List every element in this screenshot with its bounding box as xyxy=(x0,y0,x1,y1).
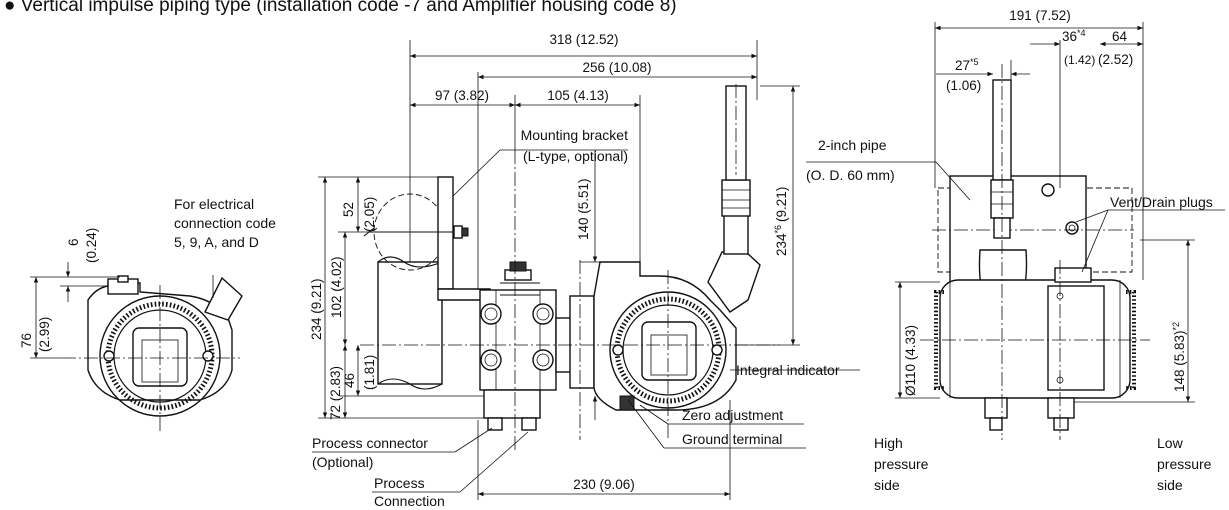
low-pressure-line-2: pressure xyxy=(1157,456,1212,472)
zero-adjustment-label: Zero adjustment xyxy=(682,407,783,423)
dim-148-footnote: *2 xyxy=(1171,322,1181,331)
low-pressure-line-3: side xyxy=(1157,477,1183,493)
dim-64-inch: (2.52) xyxy=(1098,52,1133,67)
dim-36-footnote: *4 xyxy=(1077,28,1086,38)
dim-36-inch: (1.42) xyxy=(1064,53,1095,67)
dim-234-star6-inch: (9.21) xyxy=(774,187,789,222)
dim-27-footnote: *5 xyxy=(970,57,979,67)
dim-148-value: 148 (5.83) xyxy=(1172,330,1187,392)
dim-97: 97 (3.82) xyxy=(435,88,489,103)
low-pressure-line-1: Low xyxy=(1157,435,1184,451)
dim-76-inch: (2.99) xyxy=(37,317,52,352)
dim-36-star4: 36*4 xyxy=(1062,28,1086,44)
page-heading: ● Vertical impulse piping type (installa… xyxy=(4,0,677,16)
dim-234-star6-value: 234 xyxy=(774,233,789,256)
dim-230: 230 (9.06) xyxy=(573,477,635,492)
dim-72: 72 (2.83) xyxy=(328,366,343,420)
dim-105: 105 (4.13) xyxy=(547,88,609,103)
mounting-bracket-label: Mounting bracket xyxy=(521,127,629,143)
dim-36-value: 36 xyxy=(1062,29,1077,44)
dim-64: 64 xyxy=(1112,29,1128,44)
dim-234: 234 (9.21) xyxy=(309,278,324,340)
integral-indicator-label: Integral indicator xyxy=(736,362,840,378)
dim-110: Ø110 (4.33) xyxy=(903,325,918,396)
pipe-sublabel: (O. D. 60 mm) xyxy=(806,167,895,183)
dim-6: 6 xyxy=(66,238,81,246)
dim-140: 140 (5.51) xyxy=(576,178,591,240)
dim-191: 191 (7.52) xyxy=(1009,8,1071,23)
dim-6-inch: (0.24) xyxy=(84,228,99,263)
dim-52-inch: (2.05) xyxy=(362,197,377,232)
ground-terminal-label: Ground terminal xyxy=(682,431,782,447)
electrical-connection-label-1: For electrical xyxy=(174,196,254,212)
right-side-view xyxy=(806,22,1225,440)
high-pressure-line-2: pressure xyxy=(874,456,929,472)
dim-52: 52 xyxy=(341,202,356,217)
dim-318: 318 (12.52) xyxy=(549,32,618,47)
dim-46: 46 xyxy=(342,373,357,388)
electrical-connection-label-3: 5, 9, A, and D xyxy=(174,234,259,250)
dim-76: 76 xyxy=(19,333,34,348)
dim-234-star6: 234*6 (9.21) xyxy=(773,187,789,256)
process-connector-sublabel: (Optional) xyxy=(312,454,373,470)
connection-label: Connection xyxy=(374,493,445,509)
process-connector-label: Process connector xyxy=(312,435,428,451)
dim-102: 102 (4.02) xyxy=(329,256,344,318)
high-pressure-line-1: High xyxy=(874,435,903,451)
vent-drain-label: Vent/Drain plugs xyxy=(1110,194,1213,210)
dim-148-star2: 148 (5.83)*2 xyxy=(1171,322,1187,392)
dim-234-star6-footnote: *6 xyxy=(773,225,783,234)
process-label: Process xyxy=(374,475,425,491)
pipe-label: 2-inch pipe xyxy=(818,137,887,153)
dim-27-inch: (1.06) xyxy=(946,78,981,93)
high-pressure-line-3: side xyxy=(874,477,900,493)
center-front-view xyxy=(312,40,860,500)
dim-256: 256 (10.08) xyxy=(582,60,651,75)
left-side-view xyxy=(30,262,243,432)
dim-27-value: 27 xyxy=(955,58,970,73)
electrical-connection-label-2: connection code xyxy=(174,215,276,231)
dim-27-star5: 27*5 xyxy=(955,57,979,73)
mounting-bracket-sublabel: (L-type, optional) xyxy=(523,148,628,164)
dim-46-inch: (1.81) xyxy=(362,355,377,390)
